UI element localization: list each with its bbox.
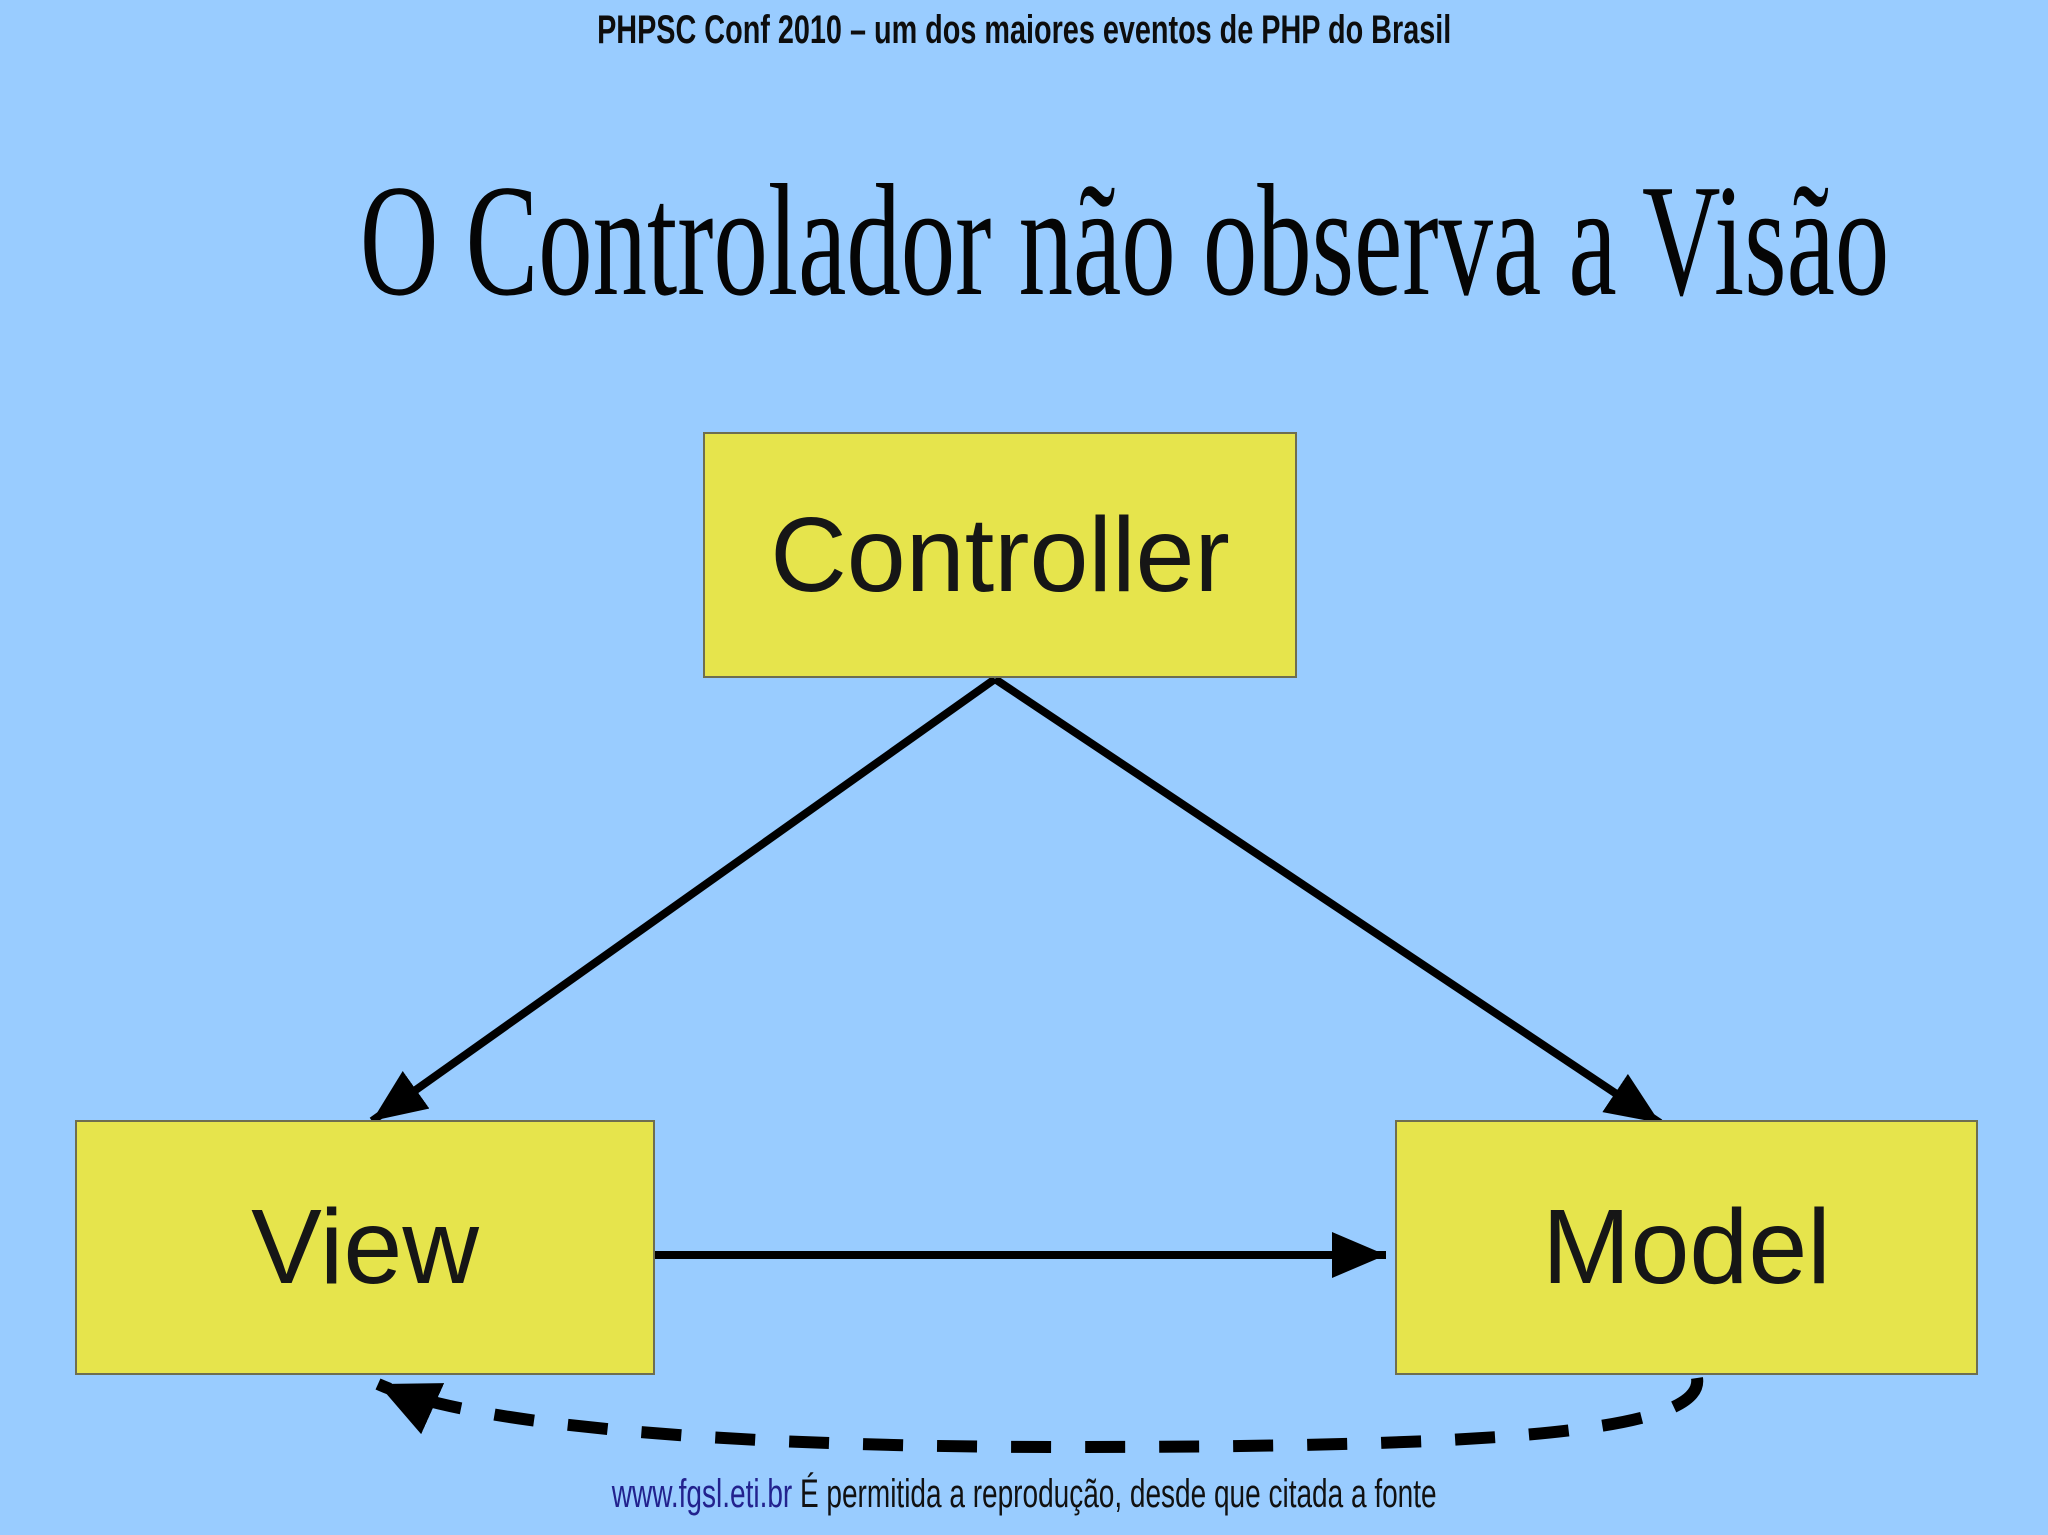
footer-notice: É permitida a reprodução, desde que cita…: [799, 1472, 1437, 1516]
slide-header: PHPSC Conf 2010 – um dos maiores eventos…: [0, 8, 2048, 53]
footer-link[interactable]: www.fgsl.eti.br: [611, 1472, 793, 1516]
node-model-label: Model: [1542, 1188, 1831, 1306]
node-view-label: View: [251, 1188, 479, 1306]
node-controller-label: Controller: [770, 495, 1230, 614]
edge-controller-to-model: [992, 675, 1663, 1127]
page-title: O Controlador não observa a Visão: [0, 148, 2048, 333]
edge-controller-to-view: [369, 675, 998, 1125]
node-view: View: [75, 1120, 655, 1375]
slide-header-text: PHPSC Conf 2010 – um dos maiores eventos…: [596, 8, 1452, 52]
node-controller: Controller: [703, 432, 1297, 678]
page-title-text: O Controlador não observa a Visão: [359, 151, 1890, 329]
node-model: Model: [1395, 1120, 1978, 1375]
edge-model-to-view-dashed: [375, 1377, 1704, 1454]
